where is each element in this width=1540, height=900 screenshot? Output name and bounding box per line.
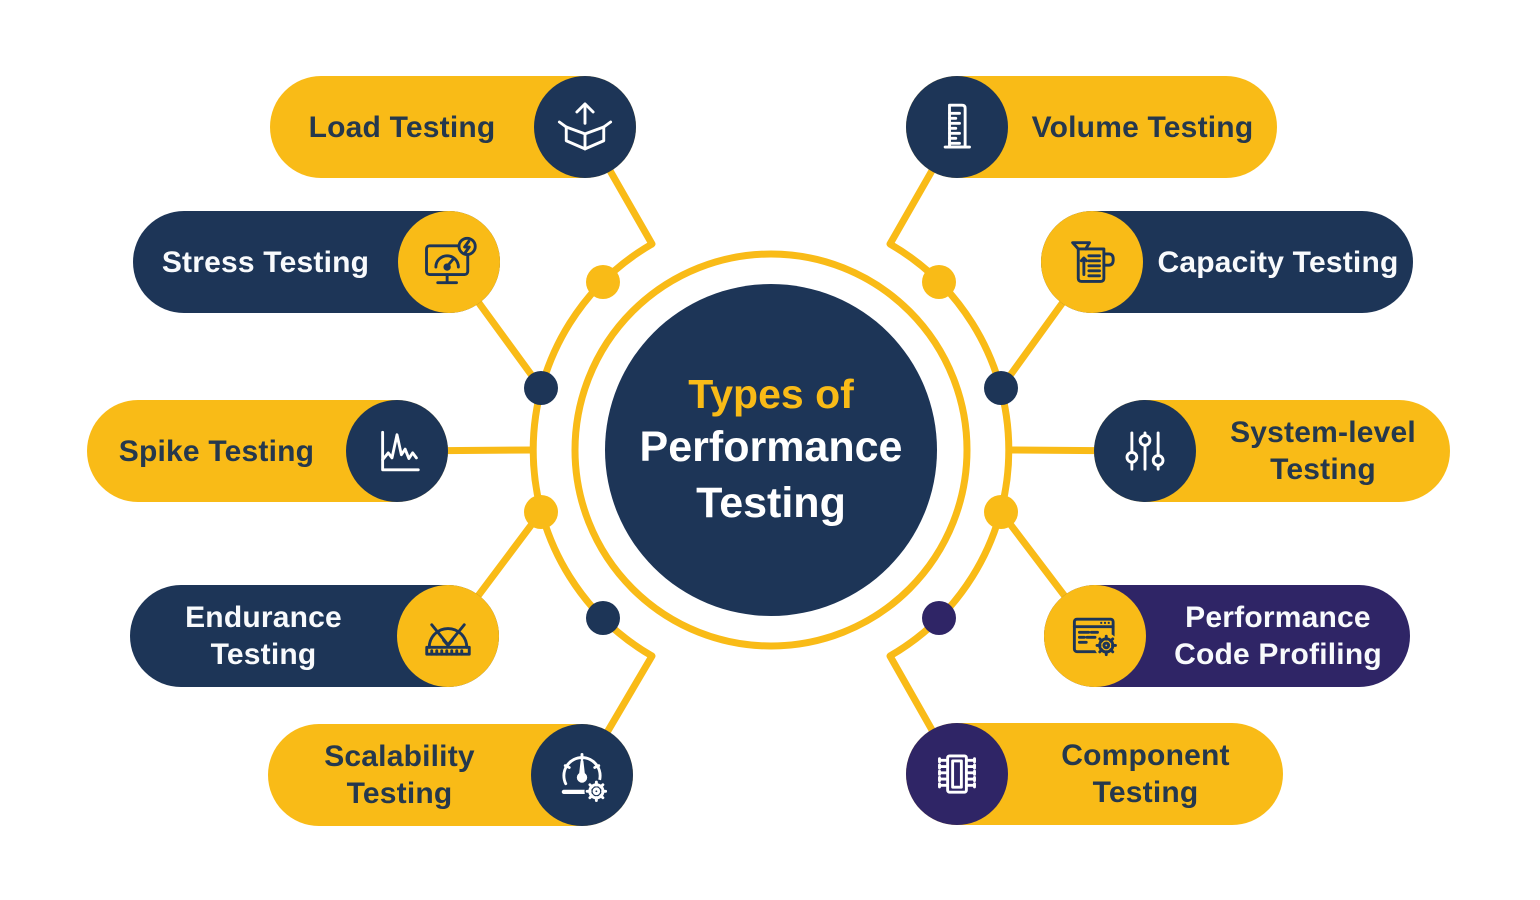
measuring-jug-icon [1071, 241, 1115, 283]
title-line2: Performance [639, 423, 903, 471]
branch-label: Load Testing [308, 110, 496, 144]
connector-dot [922, 601, 956, 635]
branch-label: Spike Testing [118, 434, 315, 468]
performance-code-profiling-icon-circle [1044, 585, 1146, 687]
capacity-testing-icon-circle [1041, 211, 1143, 313]
title-line3: Testing [696, 479, 846, 527]
box-arrow-icon [557, 102, 613, 151]
connector-dot [984, 495, 1018, 529]
load-testing-icon-circle [534, 76, 636, 178]
branch-label: Stress Testing [161, 245, 370, 279]
connector-dot [586, 601, 620, 635]
system-level-testing-icon-circle [1094, 400, 1196, 502]
inner-ring [571, 250, 971, 650]
speedometer-gear-icon [561, 752, 609, 804]
measuring-cylinder-icon [943, 103, 971, 149]
endurance-testing-icon-circle [397, 585, 499, 687]
connector-dot [984, 371, 1018, 405]
chip-icon [938, 754, 976, 794]
connector-dot [524, 495, 558, 529]
protractor-icon [425, 623, 471, 656]
connector-dot [586, 265, 620, 299]
connector-dot [922, 265, 956, 299]
stress-testing-icon-circle [398, 211, 500, 313]
code-gear-icon [1072, 617, 1119, 658]
sliders-icon [1125, 431, 1165, 471]
branch-label: Volume Testing [1031, 110, 1254, 144]
branch-label: Capacity Testing [1157, 245, 1399, 279]
spike-chart-icon [381, 430, 420, 472]
scalability-testing-icon-circle [531, 724, 633, 826]
center-title-circle: Types of Performance Testing [605, 284, 937, 616]
connector-dot [524, 371, 558, 405]
title-accent: Types of [688, 371, 854, 417]
monitor-gauge-icon [425, 236, 477, 285]
volume-testing-icon-circle [906, 76, 1008, 178]
spike-testing-icon-circle [346, 400, 448, 502]
component-testing-icon-circle [906, 723, 1008, 825]
